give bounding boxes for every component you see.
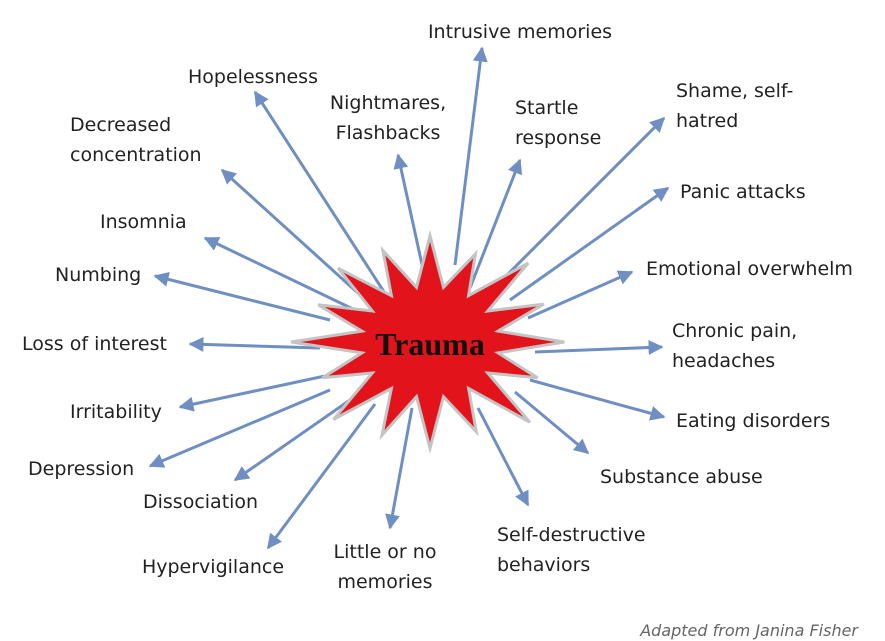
arrow-chronic-pain-headaches	[534, 340, 664, 356]
arrow-decreased-concentration	[220, 168, 372, 306]
label-panic-attacks: Panic attacks	[680, 181, 806, 203]
arrow-intrusive-memories	[453, 46, 488, 266]
arrow-depression	[148, 388, 331, 468]
label-line: Numbing	[55, 264, 141, 286]
label-line: Decreased	[70, 114, 171, 136]
label-intrusive-memories: Intrusive memories	[428, 21, 612, 43]
center-label: Trauma	[375, 326, 485, 362]
arrow-loss-of-interest	[188, 336, 321, 352]
arrow-shame-self-hatred	[488, 116, 666, 294]
label-startle-response: Startle response	[515, 97, 601, 149]
label-line: Emotional overwhelm	[646, 258, 853, 280]
label-hopelessness: Hopelessness	[188, 66, 318, 88]
label-little-or-no-memories: Little or no memories	[334, 541, 437, 593]
label-emotional-overwhelm: Emotional overwhelm	[646, 258, 853, 280]
label-line: Intrusive memories	[428, 21, 612, 43]
arrow-eating-disorders	[529, 378, 666, 421]
arrow-dissociation	[233, 398, 351, 482]
label-nightmares-flashbacks: Nightmares, Flashbacks	[330, 92, 446, 144]
arrow-startle-response	[468, 158, 523, 289]
label-line: Flashbacks	[336, 122, 441, 144]
arrow-panic-attacks	[509, 186, 670, 302]
label-line: Nightmares,	[330, 92, 446, 114]
label-line: Little or no	[334, 541, 437, 563]
arrow-hopelessness	[253, 90, 390, 299]
label-self-destructive-behaviors: Self-destructive behaviors	[497, 524, 646, 576]
label-line: Irritability	[70, 401, 162, 423]
label-shame-self-hatred: Shame, self-hatred	[676, 80, 793, 132]
label-line: behaviors	[497, 554, 590, 576]
label-dissociation: Dissociation	[143, 491, 258, 513]
label-line: response	[515, 127, 601, 149]
label-line: hatred	[676, 110, 738, 132]
label-loss-of-interest: Loss of interest	[22, 333, 167, 355]
label-line: headaches	[672, 350, 775, 372]
label-line: memories	[337, 571, 432, 593]
label-line: Insomnia	[100, 211, 187, 233]
label-irritability: Irritability	[70, 401, 162, 423]
label-line: Loss of interest	[22, 333, 167, 355]
label-line: Shame, self-	[676, 80, 793, 102]
label-substance-abuse: Substance abuse	[600, 466, 763, 488]
label-line: Depression	[28, 458, 134, 480]
credit-text: Adapted from Janina Fisher	[639, 621, 859, 640]
label-line: Self-destructive	[497, 524, 646, 546]
label-line: Eating disorders	[676, 410, 830, 432]
label-line: Dissociation	[143, 491, 258, 513]
label-line: Startle	[515, 97, 578, 119]
label-decreased-concentration: Decreased concentration	[70, 114, 202, 166]
arrow-insomnia	[203, 236, 356, 312]
arrow-group	[148, 46, 670, 550]
label-line: Hopelessness	[188, 66, 318, 88]
label-group: Intrusive memoriesHopelessnessNightmares…	[22, 21, 853, 593]
arrow-self-destructive-behaviors	[476, 407, 530, 507]
label-chronic-pain-headaches: Chronic pain, headaches	[672, 320, 797, 372]
label-line: concentration	[70, 144, 202, 166]
label-line: Chronic pain,	[672, 320, 797, 342]
trauma-starburst	[290, 229, 565, 455]
label-eating-disorders: Eating disorders	[676, 410, 830, 432]
label-numbing: Numbing	[55, 264, 141, 286]
label-depression: Depression	[28, 458, 134, 480]
arrow-little-or-no-memories	[385, 407, 414, 530]
arrow-irritability	[178, 374, 326, 412]
label-hypervigilance: Hypervigilance	[142, 556, 284, 578]
label-insomnia: Insomnia	[100, 211, 187, 233]
arrow-hypervigilance	[266, 403, 377, 550]
arrow-numbing	[153, 272, 331, 322]
label-line: Hypervigilance	[142, 556, 284, 578]
arrow-substance-abuse	[514, 390, 590, 455]
label-line: Panic attacks	[680, 181, 806, 203]
label-line: Substance abuse	[600, 466, 763, 488]
arrow-emotional-overwhelm	[527, 270, 634, 320]
